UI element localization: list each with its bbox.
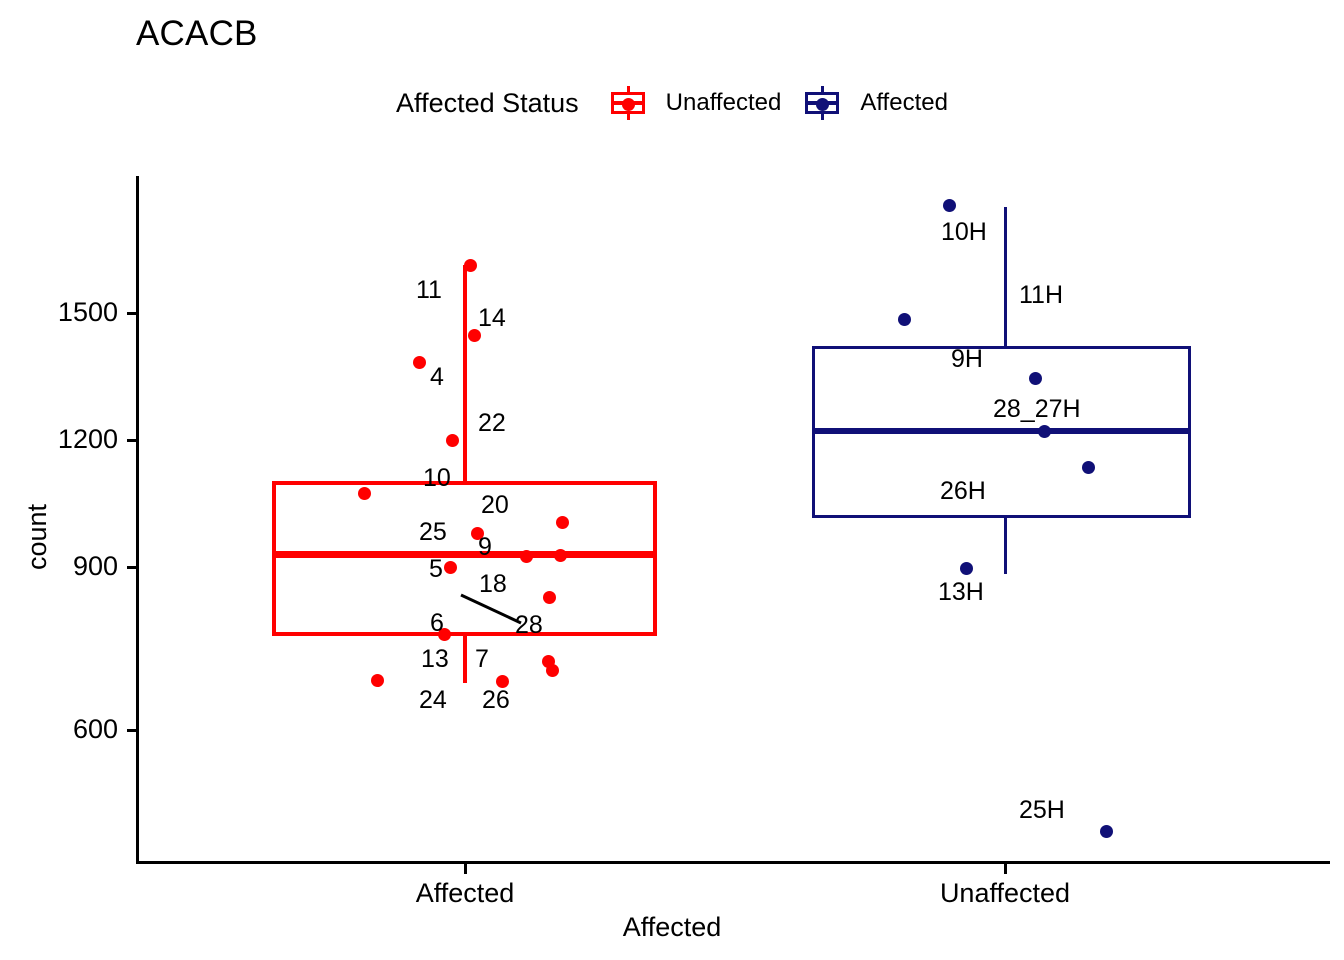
y-tickmark-900 [127,566,137,569]
point-label-10H: 10H [941,218,987,246]
data-point[interactable] [546,664,559,677]
x-tickmark-affected [464,864,467,874]
point-label-26H: 26H [940,477,986,505]
median-line-navy [812,428,1191,434]
median-line-red [272,551,657,558]
y-tick-label-1500: 1500 [57,297,118,327]
data-point[interactable] [520,550,533,563]
point-label-18: 18 [479,570,507,598]
data-point[interactable] [446,434,459,447]
legend-label-affected: Affected [860,89,948,116]
whisker-upper-red [463,265,467,484]
x-axis-title: Affected [622,912,722,942]
boxplot-key-icon [797,86,849,120]
x-tickmark-unaffected [1004,864,1007,874]
point-label-25: 25 [419,518,447,546]
y-tickmark-600 [127,729,137,732]
legend-item-affected[interactable]: Affected [797,86,948,120]
whisker-upper-navy [1004,207,1007,349]
legend-title: Affected Status [396,87,579,118]
data-point[interactable] [413,356,426,369]
point-label-14: 14 [478,304,506,332]
point-label-28_27H: 28_27H [993,395,1081,423]
y-tick-label-600: 600 [72,714,118,744]
y-tickmark-1500 [127,312,137,315]
point-label-26: 26 [482,686,510,714]
y-axis-line [136,176,139,863]
data-point[interactable] [438,628,451,641]
point-label-6: 6 [430,609,444,637]
data-point[interactable] [1082,461,1095,474]
point-label-13H: 13H [938,578,984,606]
whisker-lower-red [463,633,467,683]
y-axis-title: count [22,503,52,570]
label-leader-line [460,593,522,625]
point-label-22: 22 [478,409,506,437]
data-point[interactable] [554,549,567,562]
data-point[interactable] [471,527,484,540]
data-point[interactable] [468,329,481,342]
data-point[interactable] [1100,825,1113,838]
data-point[interactable] [556,516,569,529]
data-point[interactable] [496,675,509,688]
data-point[interactable] [1029,372,1042,385]
y-tickmark-1200 [127,439,137,442]
x-tick-label-unaffected: Unaffected [939,878,1071,908]
data-point[interactable] [960,562,973,575]
point-label-11H: 11H [1019,281,1064,309]
point-label-25H: 25H [1019,796,1065,824]
data-point[interactable] [943,199,956,212]
page-title: ACACB [136,14,258,53]
point-label-28: 28 [515,611,543,639]
point-label-9H: 9H [951,345,983,373]
x-tick-label-affected: Affected [415,878,515,908]
point-label-4: 4 [430,363,444,391]
data-point[interactable] [543,591,556,604]
point-label-7: 7 [475,645,489,673]
data-point[interactable] [464,259,477,272]
y-tick-label-1200: 1200 [57,424,118,454]
point-label-5: 5 [429,555,443,583]
point-label-9: 9 [478,533,492,561]
point-label-24: 24 [419,686,447,714]
x-axis-line [136,861,1330,864]
legend-label-unaffected: Unaffected [665,89,782,116]
y-tick-label-900: 900 [72,551,118,581]
point-label-13: 13 [421,645,449,673]
data-point[interactable] [371,674,384,687]
box-red [272,481,657,636]
data-point[interactable] [898,313,911,326]
whisker-lower-navy [1004,516,1007,574]
legend: Affected Status Unaffected Affected [0,86,1344,120]
data-point[interactable] [358,487,371,500]
point-label-20: 20 [481,491,509,519]
point-label-11: 11 [416,276,442,304]
legend-item-unaffected[interactable]: Unaffected [603,86,782,120]
data-point[interactable] [1038,425,1051,438]
boxplot-key-icon [603,86,655,120]
point-label-10: 10 [423,464,451,492]
data-point[interactable] [444,561,457,574]
